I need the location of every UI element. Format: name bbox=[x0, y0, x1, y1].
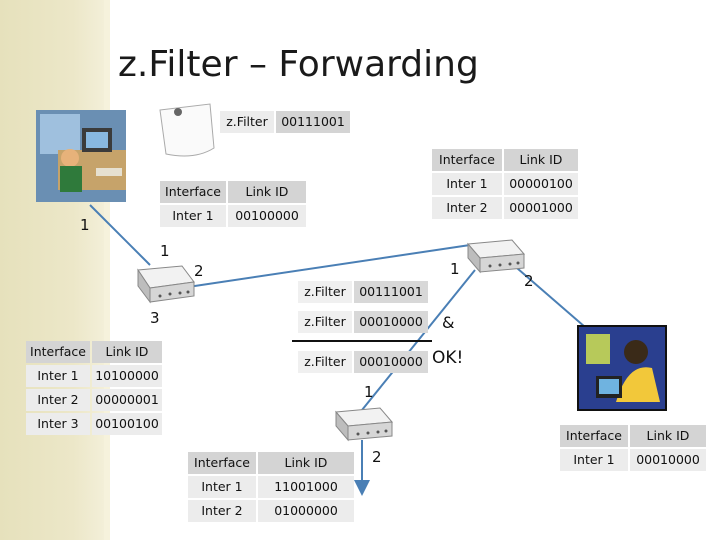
link-label: 2 bbox=[524, 272, 534, 290]
table-header-linkid: Link ID bbox=[630, 425, 706, 447]
link-label: 1 bbox=[80, 216, 90, 234]
result-ok: OK! bbox=[432, 348, 464, 368]
table-cell: 01000000 bbox=[258, 500, 354, 522]
table-cell: Inter 3 bbox=[26, 413, 90, 435]
table-cell: Inter 2 bbox=[188, 500, 256, 522]
router-top-icon bbox=[466, 239, 526, 274]
router-left-icon bbox=[137, 265, 195, 304]
left-decor-bar bbox=[0, 0, 104, 540]
router-bottom-icon bbox=[334, 407, 394, 442]
link-label: 2 bbox=[194, 262, 204, 280]
calc-label: z.Filter bbox=[298, 281, 352, 303]
left-decor-stripe bbox=[104, 0, 110, 540]
table-cell: 00010000 bbox=[630, 449, 706, 471]
table-header-linkid: Link ID bbox=[228, 181, 306, 203]
table-header-linkid: Link ID bbox=[504, 149, 578, 171]
table-cell: 00100000 bbox=[228, 205, 306, 227]
link-label: 1 bbox=[450, 260, 460, 278]
table-cell: 00000100 bbox=[504, 173, 578, 195]
table-cell: Inter 1 bbox=[560, 449, 628, 471]
table-cell: Inter 1 bbox=[160, 205, 226, 227]
table-cell: 00100100 bbox=[92, 413, 162, 435]
computer-user-clipart-icon bbox=[577, 325, 667, 411]
slide-title: z.Filter – Forwarding bbox=[118, 44, 479, 85]
office-worker-clipart-icon bbox=[36, 110, 126, 202]
link-label: 1 bbox=[364, 383, 374, 401]
table-header-interface: Interface bbox=[188, 452, 256, 474]
link-label: 3 bbox=[150, 309, 160, 327]
table-header-linkid: Link ID bbox=[258, 452, 354, 474]
calc-value: 00010000 bbox=[354, 311, 428, 333]
table-header-linkid: Link ID bbox=[92, 341, 162, 363]
table-header-interface: Interface bbox=[560, 425, 628, 447]
table-cell: 00000001 bbox=[92, 389, 162, 411]
top-filter-value: 00111001 bbox=[276, 111, 350, 133]
table-cell: Inter 1 bbox=[188, 476, 256, 498]
link-label: 1 bbox=[160, 242, 170, 260]
link-label: 2 bbox=[372, 448, 382, 466]
table-cell: Inter 2 bbox=[26, 389, 90, 411]
table-cell: 00001000 bbox=[504, 197, 578, 219]
calc-label: z.Filter bbox=[298, 351, 352, 373]
table-cell: 11001000 bbox=[258, 476, 354, 498]
table-cell: Inter 1 bbox=[432, 173, 502, 195]
link-router-left-to-router-top bbox=[187, 244, 471, 288]
table-cell: 10100000 bbox=[92, 365, 162, 387]
link-host-to-router-left bbox=[89, 204, 151, 266]
and-operator: & bbox=[442, 313, 455, 332]
table-header-interface: Interface bbox=[432, 149, 502, 171]
table-cell: Inter 2 bbox=[432, 197, 502, 219]
table-header-interface: Interface bbox=[160, 181, 226, 203]
calc-value: 00111001 bbox=[354, 281, 428, 303]
calc-value: 00010000 bbox=[354, 351, 428, 373]
calc-label: z.Filter bbox=[298, 311, 352, 333]
table-header-interface: Interface bbox=[26, 341, 90, 363]
note-paper-icon bbox=[159, 103, 215, 157]
table-cell: Inter 1 bbox=[26, 365, 90, 387]
top-filter-label: z.Filter bbox=[220, 111, 274, 133]
